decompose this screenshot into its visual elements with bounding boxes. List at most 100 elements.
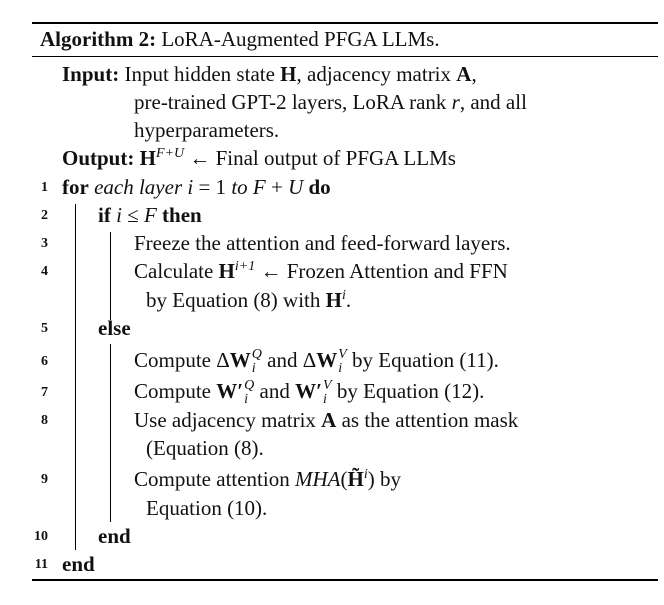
math-F: F	[252, 175, 266, 199]
line-text: Compute	[134, 348, 217, 372]
output-text: Final output of PFGA LLMs	[210, 146, 456, 170]
math-MHA: MHA	[294, 467, 341, 491]
line-number: 11	[34, 557, 48, 572]
line-text: Frozen Attention and FFN	[281, 259, 508, 283]
math-eq: = 1	[198, 175, 227, 199]
line-text: Equation (10).	[146, 496, 268, 520]
line-number: 5	[41, 321, 48, 336]
math-plus: +	[270, 175, 283, 199]
arrow-symbol: ←	[260, 259, 282, 283]
math-sup: i	[341, 288, 346, 303]
algo-line-9-cont: Equation (10).	[146, 494, 267, 522]
line-number: 8	[41, 413, 48, 428]
line-number: 6	[41, 354, 48, 369]
algo-line-11: end	[62, 550, 95, 578]
math-U: U	[288, 175, 304, 199]
math-W: W	[229, 348, 251, 372]
math-A: A	[321, 408, 337, 432]
line-text: .	[345, 288, 352, 312]
math-H: H	[218, 259, 235, 283]
math-A: A	[456, 62, 472, 86]
else-scope-bar	[110, 344, 111, 522]
line-text: and	[261, 348, 303, 372]
keyword-if: if	[98, 203, 111, 227]
line-text: Freeze the attention and feed-forward la…	[134, 231, 511, 255]
math-i: i	[244, 392, 249, 408]
input-line-1: Input: Input hidden state H, adjacency m…	[62, 60, 477, 88]
keyword-end: end	[98, 524, 131, 548]
math-i: i	[338, 361, 343, 377]
keyword-end: end	[62, 552, 95, 576]
math-Wprime: W′	[295, 379, 323, 403]
algorithm-name: LoRA-Augmented PFGA LLMs.	[161, 27, 440, 51]
keyword-do: do	[308, 175, 331, 199]
math-V: V	[338, 347, 347, 363]
math-V: V	[323, 378, 332, 394]
algo-line-5: else	[98, 314, 131, 342]
math-Q: Q	[244, 378, 255, 394]
if-scope-bar	[110, 232, 111, 320]
algo-line-8: Use adjacency matrix A as the attention …	[134, 406, 518, 434]
keyword-else: else	[98, 316, 131, 340]
line-text: by Equation (11).	[346, 348, 499, 372]
math-sup: F+U	[155, 146, 185, 161]
line-text: by Equation (12).	[331, 379, 485, 403]
math-Htilde: H̃	[347, 467, 364, 491]
input-text: pre-trained GPT-2 layers, LoRA rank	[134, 90, 452, 114]
input-label: Input:	[62, 62, 120, 86]
math-F: F	[143, 203, 157, 227]
math-i: i	[187, 175, 194, 199]
bottom-rule	[32, 579, 658, 581]
math-sup: i+1	[234, 259, 256, 274]
math-Wprime: W′	[216, 379, 244, 403]
input-line-2: pre-trained GPT-2 layers, LoRA rank r, a…	[134, 88, 527, 116]
algo-line-9: Compute attention MHA(H̃i) by	[134, 465, 401, 493]
algo-line-3: Freeze the attention and feed-forward la…	[134, 229, 511, 257]
algorithm-title: Algorithm 2: LoRA-Augmented PFGA LLMs.	[40, 27, 440, 52]
line-number: 4	[41, 264, 48, 279]
math-H: H	[139, 146, 156, 170]
input-line-3: hyperparameters.	[134, 116, 279, 144]
math-sup: i	[363, 467, 368, 482]
math-i: i	[251, 361, 256, 377]
input-text: hyperparameters.	[134, 118, 280, 142]
line-text: Compute	[134, 379, 217, 403]
line-number: 3	[41, 236, 48, 251]
algo-line-4: Calculate Hi+1 ← Frozen Attention and FF…	[134, 257, 508, 285]
input-text: , and all	[459, 90, 527, 114]
line-number: 7	[41, 385, 48, 400]
line-text: Use adjacency matrix	[134, 408, 322, 432]
line-number: 2	[41, 208, 48, 223]
top-rule	[32, 22, 658, 24]
line-text: by Equation (8) with	[146, 288, 326, 312]
math-Q: Q	[251, 347, 262, 363]
math-leq: ≤	[127, 203, 139, 227]
math-H: H	[325, 288, 342, 312]
line-number: 10	[34, 529, 48, 544]
algo-line-8-cont: (Equation (8).	[146, 434, 264, 462]
for-scope-bar	[75, 204, 76, 550]
output-line: Output: HF+U ← Final output of PFGA LLMs	[62, 144, 456, 172]
output-label: Output:	[62, 146, 135, 170]
keyword-then: then	[162, 203, 202, 227]
math-r: r	[451, 90, 460, 114]
line-text: Compute attention	[134, 467, 295, 491]
algo-line-10: end	[98, 522, 131, 550]
line-number: 1	[41, 180, 48, 195]
line-text: ) by	[367, 467, 401, 491]
math-H: H	[280, 62, 297, 86]
math-i: i	[116, 203, 122, 227]
algo-line-2: if i ≤ F then	[98, 201, 202, 229]
math-delta: Δ	[216, 348, 230, 372]
math-i: i	[323, 392, 327, 408]
algo-line-4-cont: by Equation (8) with Hi.	[146, 286, 351, 314]
input-text: Input hidden state	[124, 62, 281, 86]
keyword-to: to	[231, 175, 248, 199]
math-delta: Δ	[302, 348, 317, 372]
